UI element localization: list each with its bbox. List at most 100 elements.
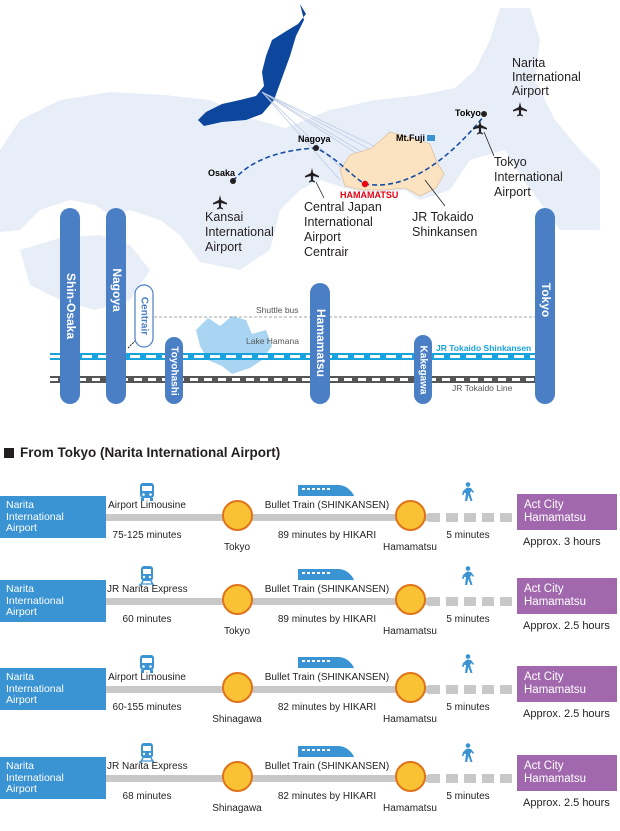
osaka-label: Osaka	[208, 168, 236, 178]
mode-time: 60 minutes	[122, 614, 172, 625]
destination-box: Act City Hamamatsu	[517, 666, 617, 702]
svg-text:International: International	[494, 170, 563, 184]
route-row: Narita International Airport JR Narita E…	[0, 565, 620, 649]
mode-label: JR Narita Express	[107, 584, 188, 595]
walk-time: 5 minutes	[446, 614, 490, 625]
station-tokyo: Tokyo	[535, 208, 555, 404]
arrival-station-label: Hamamatsu	[383, 714, 437, 725]
origin-line: Narita	[6, 499, 35, 511]
origin-line: Narita	[6, 583, 35, 595]
mtfuji-label: Mt.Fuji	[396, 133, 425, 143]
hamamatsu-dot	[361, 180, 369, 188]
walk-path-dash	[482, 513, 494, 522]
walk-path-dash	[428, 774, 440, 783]
station-toyohashi: Toyohashi	[165, 337, 183, 404]
mode-label: Airport Limousine	[108, 500, 186, 511]
bullet-square-icon	[4, 447, 14, 458]
origin-line: Narita	[6, 671, 35, 683]
origin-box: Narita International Airport	[0, 496, 106, 538]
walk-path-dash	[428, 685, 440, 694]
svg-text:Kakegawa: Kakegawa	[417, 346, 428, 395]
destination-box: Act City Hamamatsu	[517, 578, 617, 614]
mode-label: Airport Limousine	[108, 672, 186, 683]
train-icon	[138, 565, 156, 587]
arrival-station-label: Hamamatsu	[383, 542, 437, 553]
train-time: 82 minutes by HIKARI	[277, 702, 377, 713]
train-label: Bullet Train (SHINKANSEN)	[264, 584, 390, 595]
tokyo-dot	[481, 111, 487, 117]
origin-box: Narita International Airport	[0, 757, 106, 799]
shinkansen-icon	[298, 483, 354, 497]
route-dashed-line	[232, 115, 485, 186]
transfer-station-circle	[222, 500, 253, 531]
train-label: Bullet Train (SHINKANSEN)	[264, 672, 390, 683]
origin-line: International	[6, 771, 64, 784]
walk-path-dash	[446, 685, 458, 694]
svg-text:Kansai: Kansai	[205, 210, 243, 224]
transfer-station-label: Tokyo	[223, 626, 251, 637]
walk-path-dash	[428, 513, 440, 522]
svg-text:Centrair: Centrair	[138, 297, 149, 335]
destination-line: Act City	[524, 760, 564, 772]
transfer-station-circle	[222, 672, 253, 703]
origin-box: Narita International Airport	[0, 668, 106, 710]
svg-text:JR Tokaido: JR Tokaido	[412, 210, 474, 224]
bus-icon	[138, 653, 156, 675]
svg-text:Airport: Airport	[304, 230, 341, 244]
transfer-station-circle	[222, 761, 253, 792]
svg-text:Central Japan: Central Japan	[304, 200, 382, 214]
walk-icon	[460, 743, 474, 763]
walk-path-dash	[500, 513, 512, 522]
plane-icon	[213, 195, 227, 210]
mode-time: 68 minutes	[122, 791, 172, 802]
walk-time: 5 minutes	[446, 530, 490, 541]
destination-line: Hamamatsu	[524, 683, 586, 696]
train-label: Bullet Train (SHINKANSEN)	[264, 761, 390, 772]
svg-text:Hamamatsu: Hamamatsu	[314, 309, 328, 377]
svg-text:Toyohashi: Toyohashi	[168, 346, 179, 395]
mode-time: 60-155 minutes	[112, 702, 182, 713]
svg-text:Nagoya: Nagoya	[110, 268, 124, 312]
walk-path-dash	[482, 597, 494, 606]
route-track	[106, 775, 438, 782]
shizuoka-region	[339, 131, 445, 197]
destination-box: Act City Hamamatsu	[517, 755, 617, 791]
section-title-text: From Tokyo (Narita International Airport…	[20, 445, 281, 460]
kansai-label: Kansai International Airport	[205, 210, 274, 254]
transfer-station-circle	[222, 584, 253, 615]
hamamatsu-city-label: HAMAMATSU	[340, 190, 398, 200]
walk-path-dash	[500, 774, 512, 783]
walk-path-dash	[464, 774, 476, 783]
route-track	[106, 686, 438, 693]
route-row: Narita International Airport Airport Lim…	[0, 653, 620, 737]
tokyo-intl-label: Tokyo International Airport	[494, 155, 563, 199]
shinkansen-icon	[298, 567, 354, 581]
leader-lines	[315, 131, 495, 207]
svg-text:Shinkansen: Shinkansen	[412, 225, 477, 239]
walk-time: 5 minutes	[446, 791, 490, 802]
transfer-station-label: Shinagawa	[212, 714, 262, 725]
japan-inset	[198, 4, 306, 126]
walk-path-dash	[428, 597, 440, 606]
station-hamamatsu: Hamamatsu	[310, 283, 330, 404]
jr-shinkansen-label: JR Tokaido Shinkansen	[436, 343, 531, 353]
origin-line: Airport	[6, 694, 37, 706]
walk-path-dash	[446, 597, 458, 606]
arrival-station-label: Hamamatsu	[383, 803, 437, 814]
walk-path-dash	[464, 513, 476, 522]
narita-label: Narita International Airport	[512, 56, 581, 98]
arrival-station-circle	[395, 584, 426, 615]
arrival-station-label: Hamamatsu	[383, 626, 437, 637]
station-nagoya: Nagoya	[106, 208, 126, 404]
station-kakegawa: Kakegawa	[414, 335, 432, 404]
svg-text:International: International	[205, 225, 274, 239]
walk-path-dash	[464, 685, 476, 694]
train-time: 82 minutes by HIKARI	[277, 791, 377, 802]
svg-text:Airport: Airport	[512, 84, 549, 98]
train-time: 89 minutes by HIKARI	[277, 530, 377, 541]
destination-line: Hamamatsu	[524, 772, 586, 785]
walk-path-dash	[500, 685, 512, 694]
nagoya-city-label: Nagoya	[298, 134, 332, 144]
shinkansen-icon	[298, 744, 354, 758]
arrival-station-circle	[395, 672, 426, 703]
